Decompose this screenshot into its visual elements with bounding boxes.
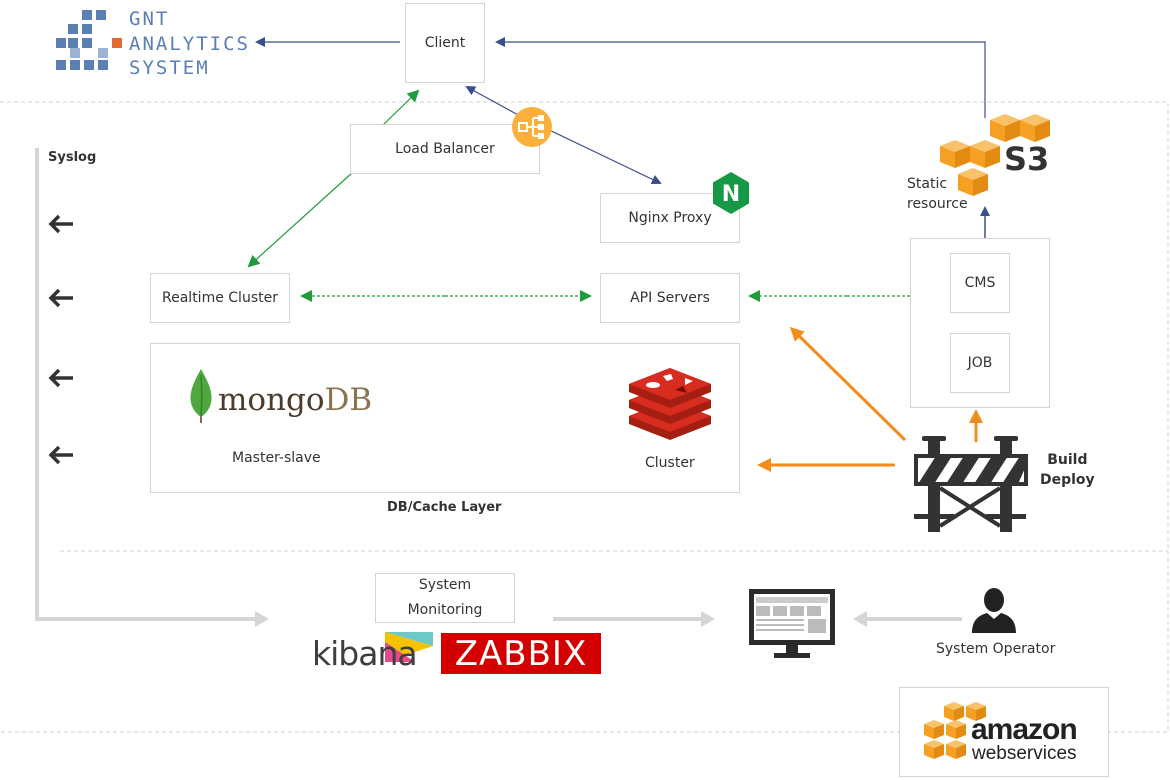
lb-to-client-arrow	[382, 89, 420, 126]
db-cache-layer-label: DB/Cache Layer	[387, 500, 502, 515]
webservices-text: webservices	[972, 743, 1077, 764]
static-resource-line-1: Static	[907, 176, 948, 192]
syslog-label: Syslog	[48, 150, 97, 165]
build-label: Build	[1047, 452, 1088, 468]
static-resource-line-2: resource	[907, 196, 968, 212]
monitor-icon	[749, 589, 835, 658]
left-arrow-icon	[48, 214, 73, 234]
mongodb-logo-text: mongoDB	[218, 382, 372, 418]
brand-line-3: SYSTEM	[129, 57, 210, 79]
cms-node: CMS	[950, 253, 1010, 313]
api-servers-label: API Servers	[630, 289, 710, 306]
realtime-cluster-node: Realtime Cluster	[150, 273, 290, 323]
deploy-to-api-arrow	[789, 326, 907, 442]
redis-cluster-label: Cluster	[645, 455, 695, 471]
nginx-letter: N	[722, 182, 740, 207]
system-monitoring-node: System Monitoring	[375, 573, 515, 623]
static-resource-label: Static resource	[907, 174, 968, 214]
realtime-cluster-label: Realtime Cluster	[162, 289, 278, 306]
brand-logo-icon	[56, 10, 122, 70]
kibana-text: kibana	[312, 634, 418, 673]
cms-label: CMS	[964, 274, 996, 291]
mongodb-suffix: DB	[324, 382, 373, 418]
deploy-label: Deploy	[1040, 472, 1095, 488]
s3-text: S3	[1004, 140, 1049, 178]
brand-line-2: ANALYTICS	[129, 32, 250, 55]
load-balancer-node: Load Balancer	[350, 124, 540, 174]
system-boundary	[0, 101, 1169, 733]
load-balancer-icon	[512, 107, 552, 147]
system-monitoring-label-1: System	[418, 577, 472, 593]
load-balancer-label: Load Balancer	[395, 140, 495, 157]
client-proxy-arrow	[465, 86, 521, 117]
nginx-proxy-label: Nginx Proxy	[628, 209, 712, 226]
client-node: Client	[405, 3, 485, 83]
left-arrow-icon	[48, 445, 73, 465]
barrier-icon	[914, 436, 1028, 532]
nginx-icon: N	[713, 172, 749, 214]
system-monitoring-label-2: Monitoring	[407, 602, 483, 618]
job-node: JOB	[950, 333, 1010, 393]
zabbix-logo: ZABBIX	[441, 633, 601, 674]
user-icon	[972, 588, 1016, 633]
zabbix-text: ZABBIX	[454, 633, 588, 674]
lb-to-realtime-arrow	[247, 171, 354, 268]
s3-icon: S3	[940, 114, 1050, 196]
s3-to-client-arrow	[495, 37, 986, 118]
system-operator-label: System Operator	[936, 641, 1056, 657]
build-deploy-label: Build Deploy	[1040, 450, 1095, 490]
job-label: JOB	[967, 354, 993, 371]
kibana-logo-icon	[385, 632, 433, 662]
syslog-line	[35, 148, 269, 627]
left-arrow-icon	[48, 288, 73, 308]
mongodb-leaf-icon	[190, 369, 212, 423]
amazon-text: amazon	[971, 713, 1078, 746]
redis-icon	[629, 368, 711, 440]
brand-line-1: GNT	[129, 8, 170, 30]
brand-name: GNT ANALYTICS SYSTEM	[129, 7, 250, 81]
master-slave-label: Master-slave	[232, 450, 321, 466]
mongodb-prefix: mongo	[218, 382, 325, 418]
api-servers-node: API Servers	[600, 273, 740, 323]
client-label: Client	[424, 34, 466, 51]
left-arrow-icon	[48, 368, 73, 388]
